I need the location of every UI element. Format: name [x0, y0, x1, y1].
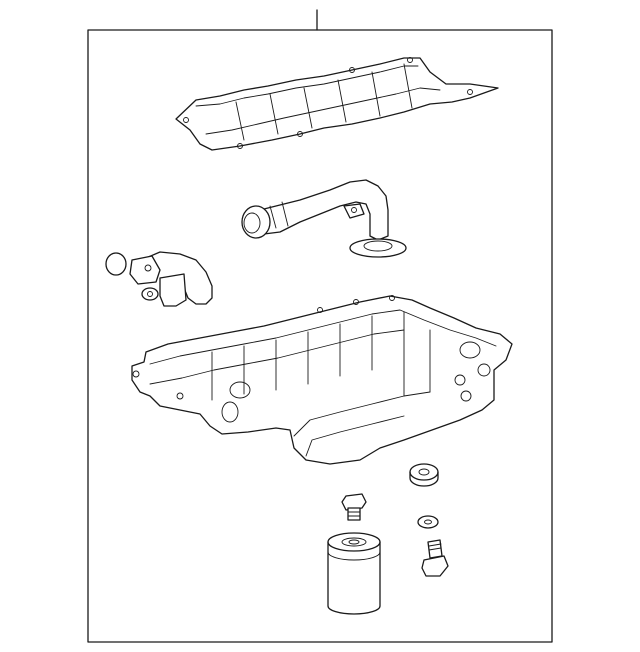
drain-plug-gasket-icon	[409, 463, 439, 487]
drain-plug-icon	[421, 539, 449, 577]
o-ring-icon	[105, 252, 127, 276]
oil-pickup-tube-icon	[241, 179, 407, 258]
oil-filter-icon	[327, 532, 381, 615]
windage-tray-icon	[175, 57, 499, 151]
diagram-frame	[87, 29, 553, 643]
washer-icon	[417, 515, 439, 529]
oil-filter-adapter-icon	[341, 493, 367, 521]
oil-level-sensor-icon	[129, 251, 213, 307]
oil-pan-icon	[131, 295, 513, 465]
